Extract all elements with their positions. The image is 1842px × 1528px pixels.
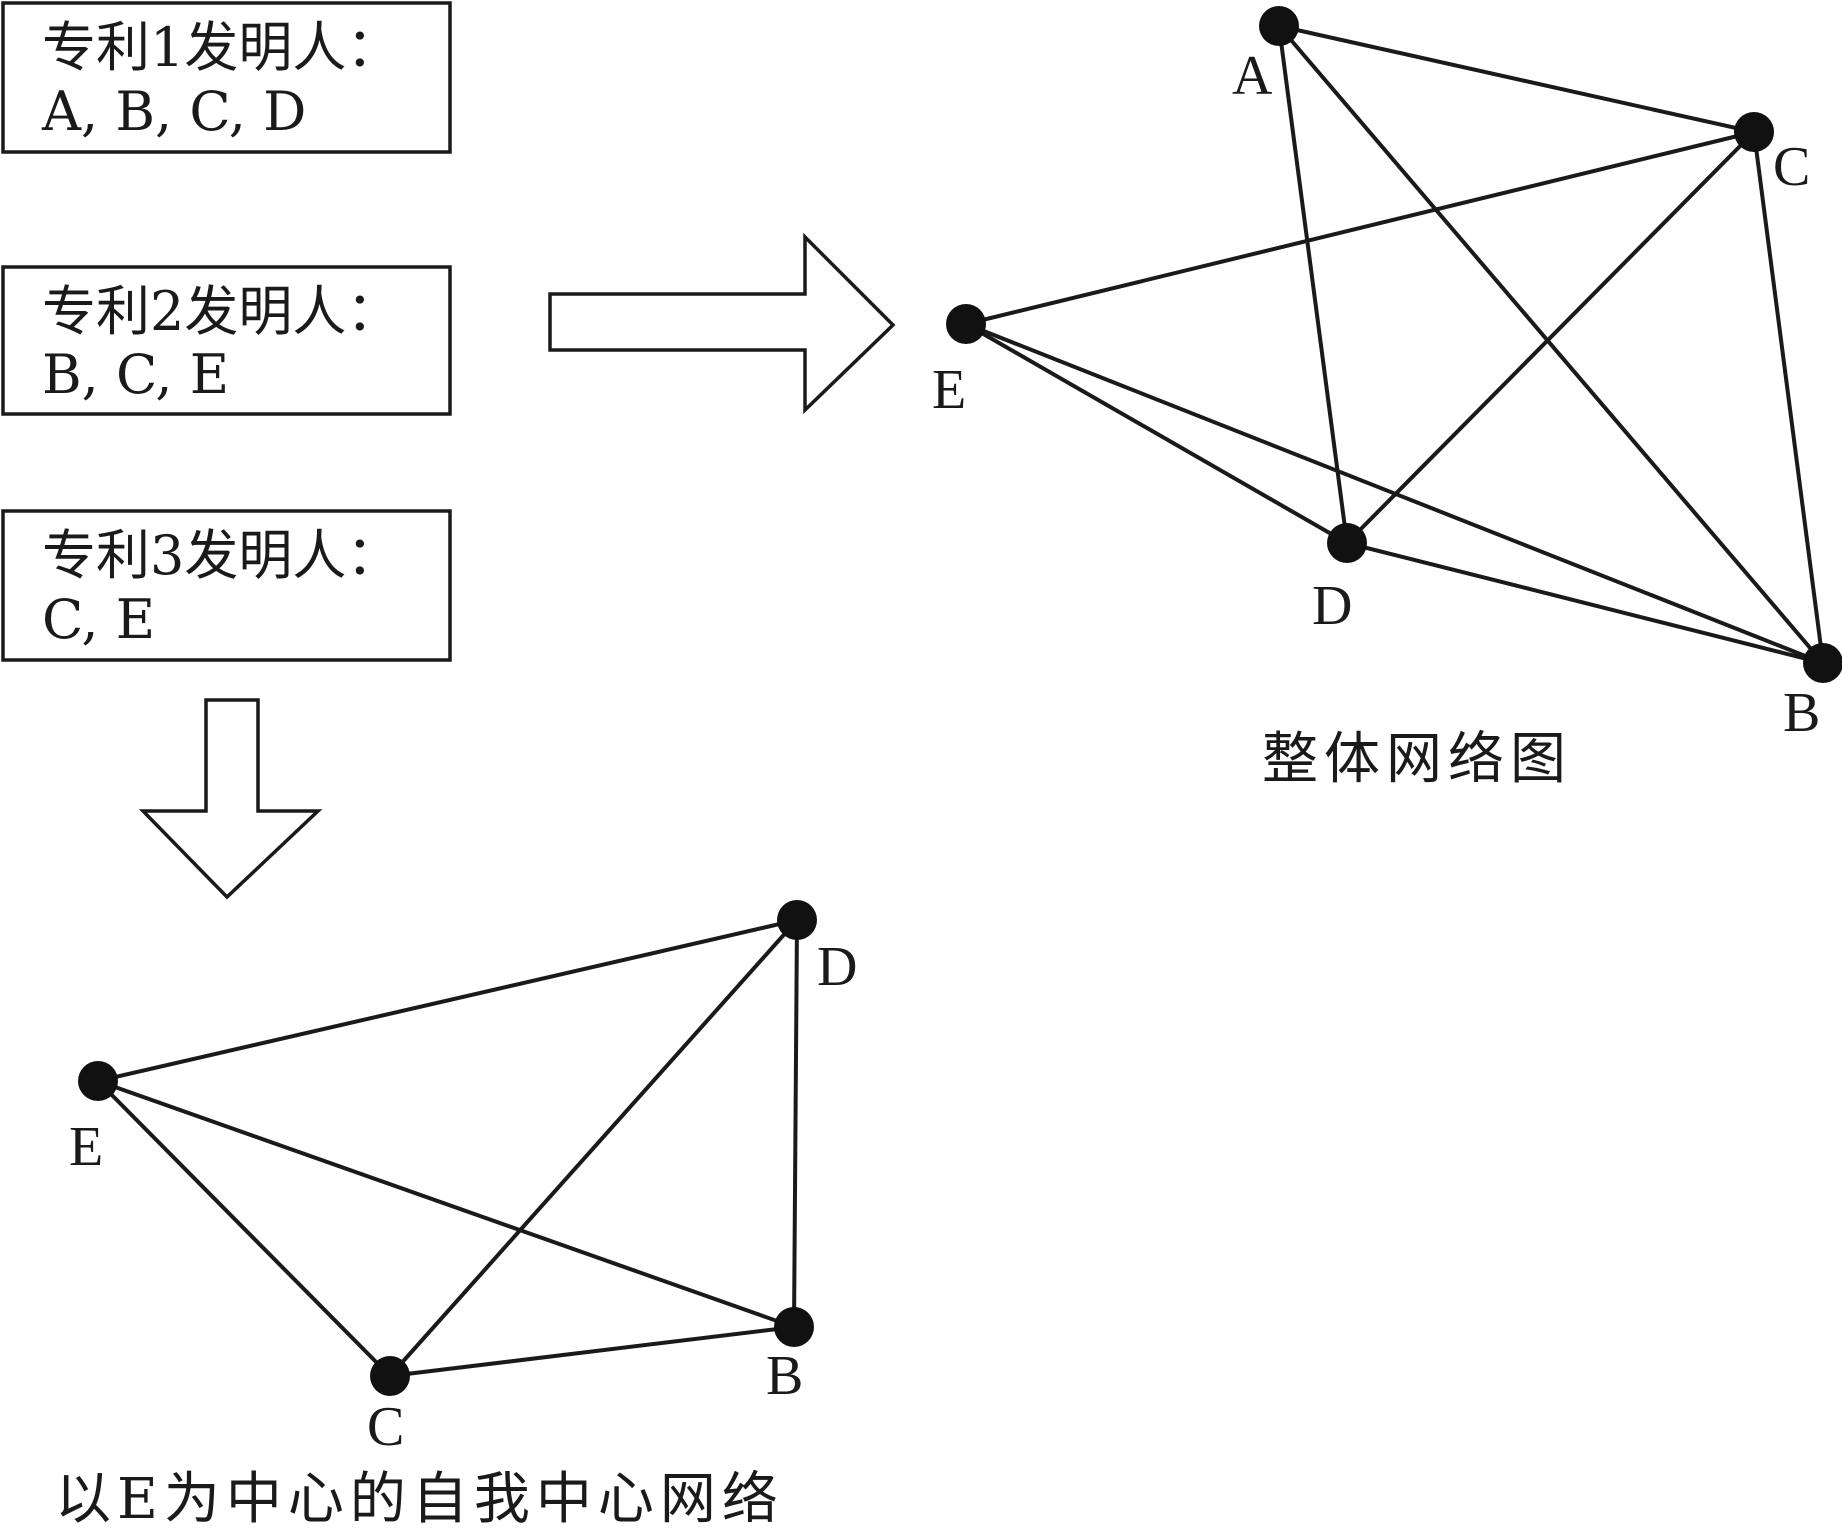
ego-edge-d-b bbox=[792, 919, 799, 1328]
ego-edge-d-c bbox=[388, 918, 799, 1378]
patent-1-inventors: A, B, C, D bbox=[41, 80, 306, 143]
ego-node-d bbox=[777, 900, 817, 940]
ego-node-b bbox=[774, 1307, 814, 1347]
edge-e-d bbox=[965, 322, 1348, 545]
ego-node-e bbox=[78, 1061, 118, 1101]
patent-box-3: 专利3发明人： C, E bbox=[1, 509, 452, 662]
node-label-c: C bbox=[1773, 136, 1810, 198]
edge-e-b bbox=[965, 322, 1824, 665]
node-a bbox=[1259, 6, 1299, 46]
edge-c-d bbox=[1345, 130, 1756, 545]
edge-a-b bbox=[1277, 24, 1825, 665]
node-label-e: E bbox=[932, 359, 966, 421]
patent-box-2: 专利2发明人： B, C, E bbox=[1, 265, 452, 416]
node-d bbox=[1327, 523, 1367, 563]
patent-3-inventors: C, E bbox=[42, 588, 155, 651]
node-c bbox=[1734, 112, 1774, 152]
ego-node-c bbox=[370, 1356, 410, 1396]
ego-node-label-d: D bbox=[817, 936, 857, 998]
node-label-b: B bbox=[1783, 682, 1820, 744]
patent-3-title: 专利3发明人： bbox=[42, 524, 400, 587]
ego-edge-e-d bbox=[97, 918, 798, 1083]
whole-network-caption: 整体网络图 bbox=[1262, 727, 1572, 792]
node-e bbox=[946, 304, 986, 344]
ego-edge-e-b bbox=[97, 1079, 795, 1329]
ego-edge-c-b bbox=[389, 1325, 795, 1378]
edge-c-b bbox=[1752, 131, 1825, 664]
ego-network-caption: 以E为中心的自我中心网络 bbox=[55, 1467, 784, 1528]
patent-2-inventors: B, C, E bbox=[42, 343, 229, 406]
whole-network-graph: A C E D B 整体网络图 bbox=[932, 6, 1842, 792]
edge-a-d bbox=[1277, 25, 1349, 544]
right-arrow-icon bbox=[548, 232, 896, 415]
ego-node-label-e: E bbox=[69, 1116, 103, 1178]
node-b bbox=[1803, 643, 1842, 683]
ego-node-label-c: C bbox=[367, 1396, 404, 1458]
ego-network-graph: D E B C 以E为中心的自我中心网络 bbox=[55, 900, 857, 1528]
node-label-a: A bbox=[1232, 45, 1273, 107]
node-label-d: D bbox=[1312, 575, 1352, 637]
patent-1-title: 专利1发明人： bbox=[42, 16, 400, 79]
edge-d-b bbox=[1346, 541, 1824, 665]
ego-node-label-b: B bbox=[766, 1345, 803, 1407]
edge-a-c bbox=[1278, 24, 1755, 134]
patent-2-title: 专利2发明人： bbox=[42, 280, 400, 343]
edge-e-c bbox=[965, 130, 1755, 326]
down-arrow-icon bbox=[138, 698, 323, 900]
patent-box-1: 专利1发明人： A, B, C, D bbox=[1, 1, 452, 154]
ego-edge-e-c bbox=[96, 1079, 392, 1378]
